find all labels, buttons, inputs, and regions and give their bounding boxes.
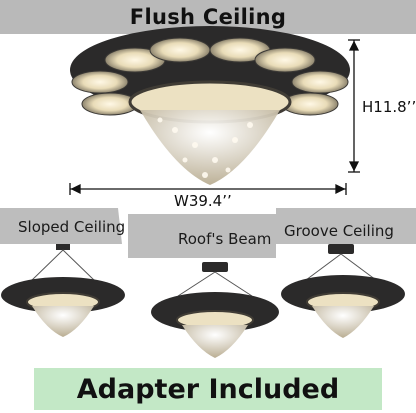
chandelier-groove-icon bbox=[281, 244, 405, 338]
height-dimension bbox=[348, 39, 360, 173]
roofs-beam-label: Roof's Beam bbox=[178, 230, 272, 248]
chandelier-beam-icon bbox=[151, 262, 279, 358]
adapter-badge: Adapter Included bbox=[34, 368, 382, 410]
chandelier-main-icon bbox=[70, 26, 350, 185]
groove-ceiling-label: Groove Ceiling bbox=[284, 222, 394, 240]
groove-ceiling-strip bbox=[276, 208, 416, 244]
chandelier-sloped-icon bbox=[1, 244, 125, 337]
width-dimension bbox=[69, 183, 347, 195]
sloped-ceiling-label: Sloped Ceiling bbox=[18, 218, 126, 236]
page-title: Flush Ceiling bbox=[129, 5, 287, 29]
adapter-badge-text: Adapter Included bbox=[76, 373, 340, 405]
height-label: H11.8’’ bbox=[362, 98, 416, 116]
slope-notch bbox=[118, 208, 128, 244]
sloped-ceiling-strip bbox=[0, 208, 128, 244]
beam-ceiling-strip bbox=[128, 214, 276, 258]
width-label: W39.4’’ bbox=[174, 192, 232, 210]
